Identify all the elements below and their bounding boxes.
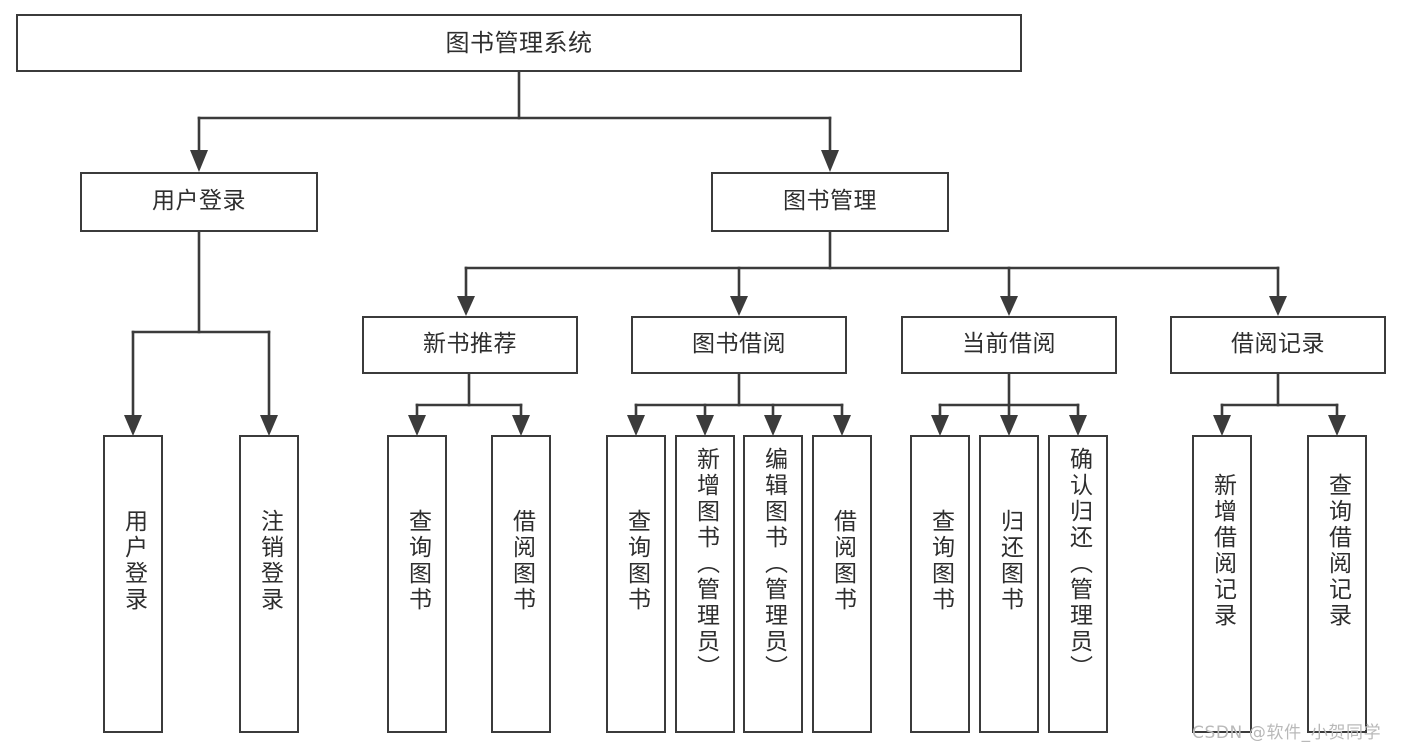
leaf-query-borrow-record[interactable]: 查询借阅记录 <box>1307 435 1367 733</box>
leaf-add-borrow-record[interactable]: 新增借阅记录 <box>1192 435 1252 733</box>
node-borrow-record[interactable]: 借阅记录 <box>1170 316 1386 374</box>
leaf-borrow-book-2[interactable]: 借阅图书 <box>812 435 872 733</box>
node-book-manage[interactable]: 图书管理 <box>711 172 949 232</box>
node-current-borrow-label: 当前借阅 <box>962 331 1056 358</box>
leaf-borrow-book-1[interactable]: 借阅图书 <box>491 435 551 733</box>
leaf-confirm-return-admin[interactable]: 确认归还（管理员） <box>1048 435 1108 733</box>
leaf-query-book-3[interactable]: 查询图书 <box>910 435 970 733</box>
leaf-user-login[interactable]: 用户登录 <box>103 435 163 733</box>
leaf-confirm-return-admin-label: 确认归还（管理员） <box>1065 447 1092 681</box>
leaf-logout-login[interactable]: 注销登录 <box>239 435 299 733</box>
node-current-borrow[interactable]: 当前借阅 <box>901 316 1117 374</box>
leaf-add-book-admin[interactable]: 新增图书（管理员） <box>675 435 735 733</box>
leaf-edit-book-admin-label: 编辑图书（管理员） <box>760 447 787 681</box>
leaf-return-book-label: 归还图书 <box>996 509 1023 613</box>
leaf-borrow-book-1-label: 借阅图书 <box>508 509 535 613</box>
leaf-logout-login-label: 注销登录 <box>256 509 283 613</box>
leaf-add-borrow-record-label: 新增借阅记录 <box>1209 473 1236 629</box>
leaf-query-book-2[interactable]: 查询图书 <box>606 435 666 733</box>
leaf-user-login-label: 用户登录 <box>120 509 147 613</box>
csdn-watermark: CSDN @软件_小贺同学 <box>1192 723 1382 743</box>
leaf-borrow-book-2-label: 借阅图书 <box>829 509 856 613</box>
leaf-add-book-admin-label: 新增图书（管理员） <box>692 447 719 681</box>
leaf-query-borrow-record-label: 查询借阅记录 <box>1324 473 1351 629</box>
leaf-query-book-2-label: 查询图书 <box>623 509 650 613</box>
node-root-system[interactable]: 图书管理系统 <box>16 14 1022 72</box>
leaf-query-book-1[interactable]: 查询图书 <box>387 435 447 733</box>
node-book-borrow[interactable]: 图书借阅 <box>631 316 847 374</box>
leaf-edit-book-admin[interactable]: 编辑图书（管理员） <box>743 435 803 733</box>
node-new-book-rec-label: 新书推荐 <box>423 331 517 358</box>
node-user-login[interactable]: 用户登录 <box>80 172 318 232</box>
node-borrow-record-label: 借阅记录 <box>1231 331 1325 358</box>
leaf-query-book-3-label: 查询图书 <box>927 509 954 613</box>
node-book-borrow-label: 图书借阅 <box>692 331 786 358</box>
node-root-label: 图书管理系统 <box>445 28 593 57</box>
leaf-query-book-1-label: 查询图书 <box>404 509 431 613</box>
node-user-login-label: 用户登录 <box>152 188 246 215</box>
node-book-manage-label: 图书管理 <box>783 188 877 215</box>
leaf-return-book[interactable]: 归还图书 <box>979 435 1039 733</box>
node-new-book-rec[interactable]: 新书推荐 <box>362 316 578 374</box>
